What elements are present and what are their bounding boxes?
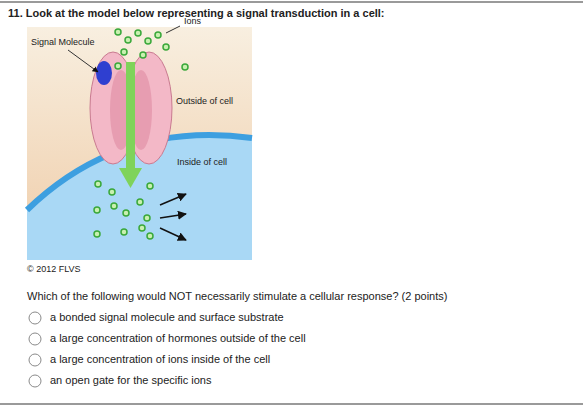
ion-flow-arrow — [119, 168, 142, 188]
part-label: Signal Molecule — [31, 37, 95, 48]
copyright-note: © 2012 FLVS — [27, 264, 81, 275]
leader-line — [166, 26, 180, 33]
page-rule — [0, 1, 583, 3]
answer-option: an open gate for the specific ions — [50, 374, 211, 387]
movement-arrow — [160, 214, 186, 218]
page-rule — [0, 403, 583, 405]
movement-arrow — [160, 228, 186, 240]
region-label: Outside of cell — [176, 96, 233, 107]
question-text: Which of the following would NOT necessa… — [27, 290, 447, 303]
region-label: Inside of cell — [177, 157, 227, 168]
extracellular-space — [27, 27, 252, 260]
answer-option: a large concentration of ions inside of … — [50, 353, 270, 366]
answer-option: a bonded signal molecule and surface sub… — [50, 311, 284, 324]
part-label: Ions — [184, 16, 201, 27]
radio-button-group — [29, 312, 41, 387]
answer-option: a large concentration of hormones outsid… — [50, 332, 306, 345]
ion-group — [94, 29, 188, 239]
signal-molecule — [96, 61, 112, 85]
movement-arrow — [160, 194, 186, 205]
leader-line — [68, 50, 98, 72]
ion-flow-arrow — [126, 62, 135, 170]
